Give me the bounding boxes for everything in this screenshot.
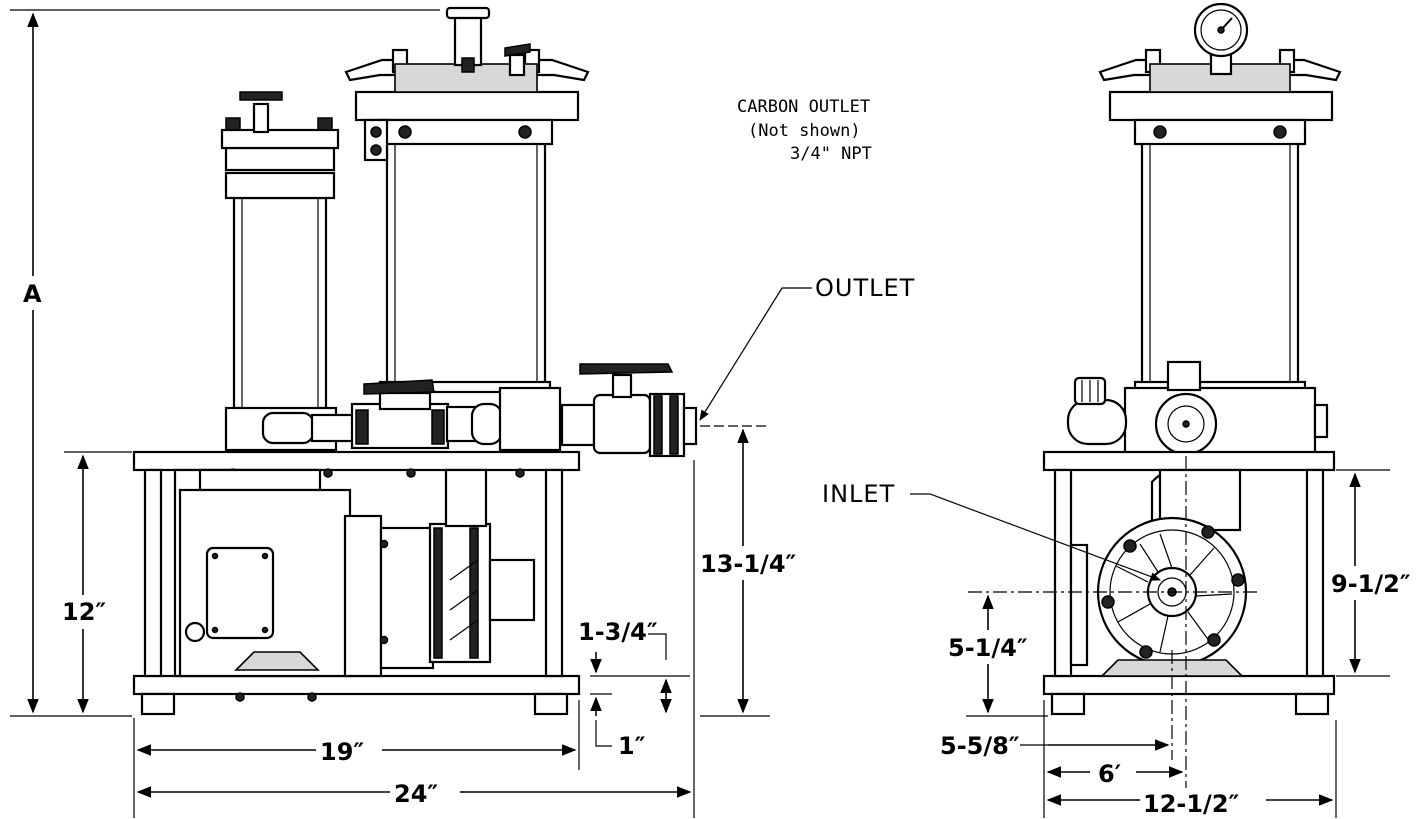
large-filter-chamber <box>344 6 590 394</box>
impeller-vanes <box>1115 533 1233 653</box>
side-pump <box>1096 468 1248 677</box>
front-dimensions: A 12″ 13-1/4″ 1-3/4″ 1″ <box>10 9 810 818</box>
dim-5-5-8-label: 5-5/8″ <box>940 732 1020 760</box>
dim-5-1-4-label: 5-1/4″ <box>948 634 1028 662</box>
dim-1-3-4-label: 1-3/4″ <box>578 618 658 646</box>
dim-24-label: 24″ <box>394 780 438 808</box>
side-dimensions: 9-1/2″ 5-1/4″ 5-5/8″ 6′ 12-1/2″ <box>940 469 1421 819</box>
inlet-callout: INLET <box>822 480 1162 581</box>
dim-1-label: 1″ <box>618 732 646 760</box>
front-frame <box>132 450 581 716</box>
dim-9-1-2-label: 9-1/2″ <box>1331 570 1411 598</box>
manifold-piping <box>224 363 698 458</box>
dim-6-label: 6′ <box>1098 760 1121 788</box>
side-frame <box>1042 450 1336 716</box>
outlet-callout: OUTLET <box>699 274 915 421</box>
small-filter-chamber <box>220 91 340 412</box>
inlet-label: INLET <box>822 480 895 508</box>
carbon-outlet-line1: CARBON OUTLET <box>737 97 870 117</box>
dim-12-1-2-label: 12-1/2″ <box>1143 790 1240 818</box>
carbon-outlet-note: CARBON OUTLET (Not shown) 3/4" NPT <box>737 97 872 164</box>
carbon-outlet-line2: (Not shown) <box>748 121 861 141</box>
side-manifold <box>1066 360 1329 456</box>
motor-pump-assembly <box>173 468 536 678</box>
dim-12-label: 12″ <box>62 598 106 626</box>
outlet-label: OUTLET <box>815 274 915 302</box>
dim-19-label: 19″ <box>320 738 364 766</box>
carbon-outlet-line3: 3/4" NPT <box>790 144 872 164</box>
front-view: A 12″ 13-1/4″ 1-3/4″ 1″ <box>10 6 915 818</box>
pressure-gauge-icon <box>1193 2 1249 76</box>
side-view: INLET 9-1/2″ 5-1/4″ 5-5/8″ 6′ <box>822 2 1421 819</box>
side-filter-chamber <box>1098 48 1342 394</box>
dim-a-label: A <box>23 280 42 308</box>
dim-13-1-4-label: 13-1/4″ <box>700 550 797 578</box>
